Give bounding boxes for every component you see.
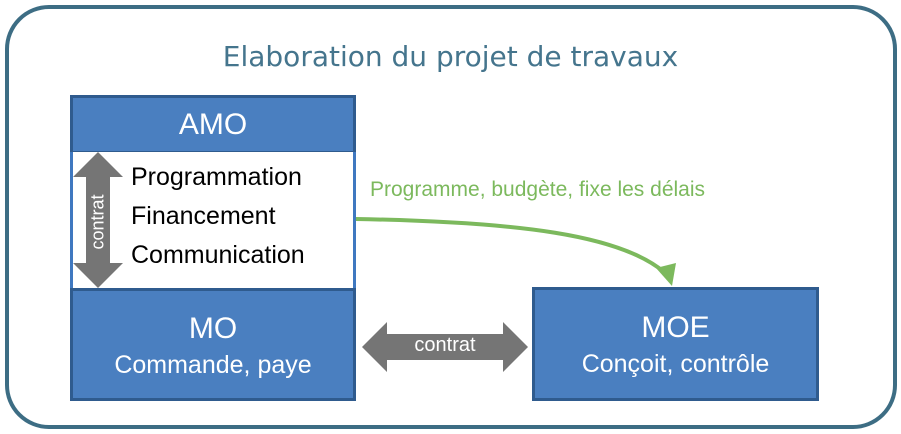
horizontal-contract-label: contrat bbox=[414, 334, 476, 356]
horizontal-contract-arrow bbox=[362, 322, 528, 372]
flow-label: Programme, budgète, fixe les délais bbox=[370, 178, 706, 201]
mo-box: MO Commande, paye bbox=[70, 288, 356, 401]
moe-box: MOE Conçoit, contrôle bbox=[532, 287, 819, 401]
diagram-title: Elaboration du projet de travaux bbox=[222, 40, 679, 73]
task-programmation: Programmation bbox=[131, 163, 302, 191]
flow-curve-arrow bbox=[355, 217, 666, 274]
mo-label: MO bbox=[188, 312, 238, 345]
moe-role: Conçoit, contrôle bbox=[581, 350, 770, 378]
mo-role: Commande, paye bbox=[114, 351, 312, 379]
task-communication: Communication bbox=[131, 241, 305, 269]
amo-box: AMO bbox=[70, 95, 356, 154]
flow-arrowhead-icon bbox=[656, 263, 676, 286]
outer-frame bbox=[5, 5, 897, 429]
vertical-contract-arrow bbox=[73, 152, 123, 288]
task-financement: Financement bbox=[131, 202, 276, 230]
vertical-contract-label: contrat bbox=[87, 194, 108, 250]
moe-label: MOE bbox=[641, 311, 710, 344]
